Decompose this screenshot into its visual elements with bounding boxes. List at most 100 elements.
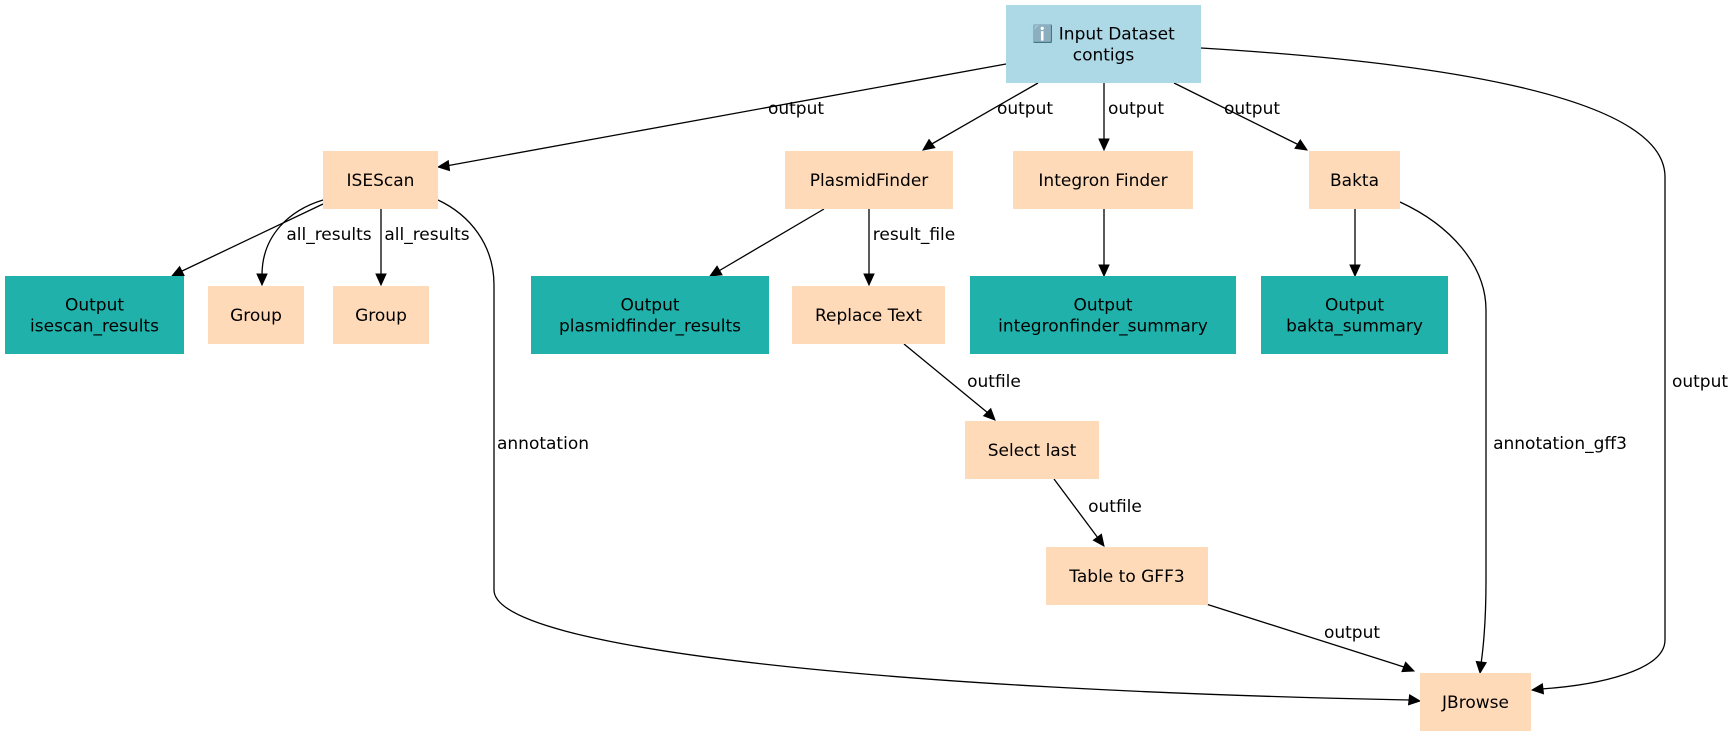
node-label-line: bakta_summary (1286, 317, 1423, 337)
edge-line (1173, 82, 1300, 146)
edge-line (445, 63, 1007, 167)
edge-line (437, 199, 1412, 701)
tool-node-box (792, 286, 945, 344)
node-isescan[interactable]: ISEScan (323, 151, 438, 209)
node-label-line: Group (230, 306, 282, 326)
arrowhead (1530, 682, 1545, 695)
tool-node-box (1046, 547, 1208, 605)
edge-integron-to-out_integron (1098, 209, 1110, 278)
node-replace[interactable]: Replace Text (792, 286, 945, 344)
node-label-line: Output (65, 296, 124, 316)
arrowhead (1098, 264, 1110, 278)
edge-line (1053, 478, 1099, 539)
node-jbrowse[interactable]: JBrowse (1420, 673, 1531, 731)
node-label-line: Output (620, 296, 679, 316)
tool-node-box (1420, 673, 1531, 731)
edge-label: annotation_gff3 (1493, 434, 1627, 454)
edge-label: all_results (286, 225, 371, 245)
arrowhead (863, 273, 875, 287)
edge-isescan-to-group1: all_results (256, 199, 372, 287)
output-node-box (531, 276, 769, 354)
edge-label: output (768, 99, 824, 119)
node-plasmidfinder[interactable]: PlasmidFinder (785, 151, 953, 209)
tool-node-box (1013, 151, 1193, 209)
node-label-line: Select last (988, 441, 1077, 461)
edge-input-to-plasmidfinder: output (922, 82, 1053, 151)
tool-node-box (1309, 151, 1400, 209)
edge-selectlast-to-table2gff: outfile (1053, 478, 1142, 547)
arrowhead (708, 265, 723, 277)
edge-input-to-integron: output (1098, 83, 1164, 152)
edge-plasmidfinder-to-replace: result_file (863, 209, 956, 287)
edge-line (929, 82, 1039, 146)
edge-isescan-to-out_isescan (170, 203, 324, 277)
node-label-line: integronfinder_summary (998, 317, 1208, 337)
node-label-line: Table to GFF3 (1068, 567, 1184, 587)
edge-label: outfile (1088, 497, 1142, 517)
edge-line (179, 203, 324, 273)
info-icon: ℹ️ (1032, 24, 1053, 45)
tool-node-box (323, 151, 438, 209)
arrowhead (256, 273, 268, 287)
edge-line (903, 343, 989, 414)
tool-node-box (785, 151, 953, 209)
arrowhead (1475, 660, 1488, 675)
arrowhead (1407, 693, 1422, 706)
arrowhead (1098, 138, 1110, 152)
node-label-line: plasmidfinder_results (559, 317, 741, 337)
node-integron[interactable]: Integron Finder (1013, 151, 1193, 209)
arrowhead (1092, 533, 1105, 547)
node-label-line: Replace Text (815, 306, 922, 326)
edge-line (1399, 201, 1487, 665)
node-label-line: ISEScan (347, 171, 415, 191)
node-selectlast[interactable]: Select last (965, 421, 1099, 479)
node-label-text: Input Dataset (1053, 25, 1175, 45)
edge-line (716, 208, 825, 273)
edge-label: output (997, 99, 1053, 119)
node-label-line: Output (1325, 296, 1384, 316)
tool-node-box (208, 286, 304, 344)
edge-input-to-jbrowse: output (1200, 47, 1728, 695)
node-label-line: Output (1073, 296, 1132, 316)
arrowhead (982, 407, 996, 421)
edge-line (1200, 47, 1666, 690)
node-label-line: PlasmidFinder (810, 171, 929, 191)
edge-input-to-isescan: output (436, 63, 1007, 172)
node-bakta[interactable]: Bakta (1309, 151, 1400, 209)
edge-table2gff-to-jbrowse: output (1205, 603, 1416, 673)
edge-label: all_results (384, 225, 469, 245)
edge-input-to-bakta: output (1173, 82, 1309, 151)
edge-isescan-to-jbrowse: annotation (437, 199, 1422, 706)
node-label-line: JBrowse (1441, 693, 1509, 713)
output-node-box (5, 276, 184, 354)
input-node-box (1006, 5, 1201, 83)
edge-label: result_file (873, 225, 956, 245)
edge-label: output (1324, 623, 1380, 643)
arrowhead (375, 273, 387, 287)
node-table2gff[interactable]: Table to GFF3 (1046, 547, 1208, 605)
arrowhead (1294, 139, 1309, 151)
tool-node-box (333, 286, 429, 344)
arrowhead (1349, 264, 1361, 278)
node-label-line: Bakta (1330, 171, 1379, 191)
node-label-line: isescan_results (30, 317, 159, 337)
node-label-line: Integron Finder (1038, 171, 1167, 191)
node-label-line: contigs (1073, 46, 1135, 66)
output-node-box (970, 276, 1236, 354)
node-group1[interactable]: Group (208, 286, 304, 344)
node-group2[interactable]: Group (333, 286, 429, 344)
arrowhead (436, 159, 451, 172)
edge-line (1205, 603, 1405, 668)
edge-bakta-to-jbrowse: annotation_gff3 (1399, 201, 1627, 675)
edge-label: outfile (967, 372, 1021, 392)
edge-label: output (1672, 372, 1728, 392)
edge-replace-to-selectlast: outfile (903, 343, 1021, 421)
edge-label: output (1108, 99, 1164, 119)
